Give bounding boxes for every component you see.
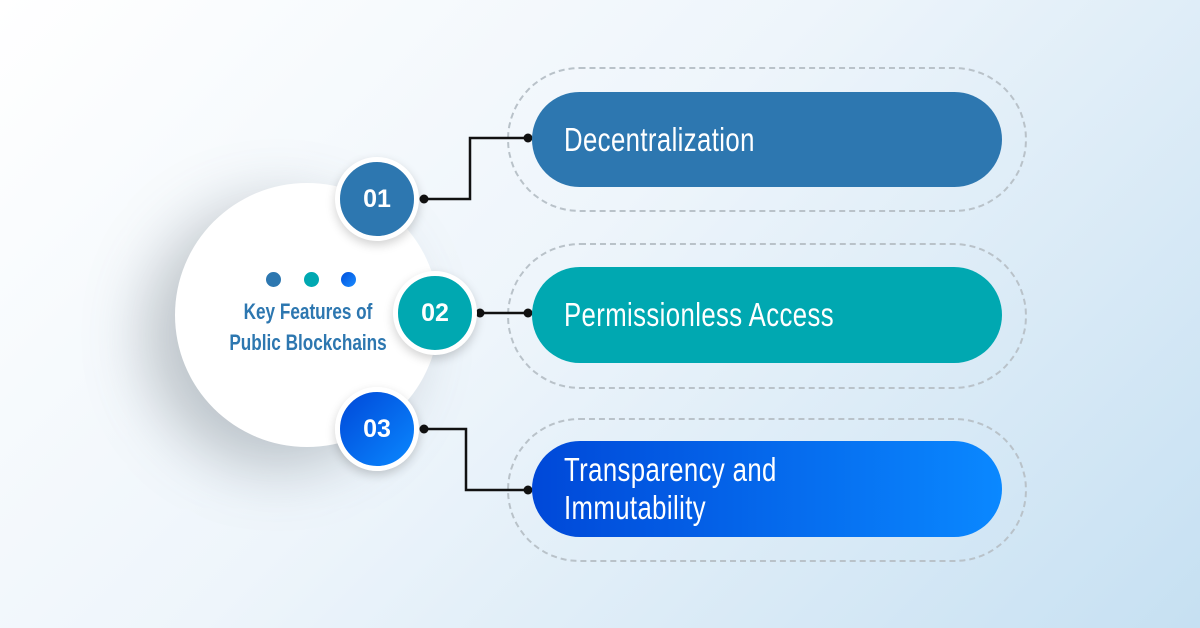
connector-1 (424, 136, 528, 201)
feature-pill-2: Permissionless Access (532, 267, 1002, 363)
color-dots (266, 272, 356, 288)
title-line-1: Key Features of (243, 299, 373, 324)
feature-label-3: Transparency and Immutability (564, 451, 777, 526)
number-3: 03 (363, 414, 391, 443)
diagram-title: Key Features of Public Blockchains (224, 296, 392, 358)
dot-bright-blue (341, 272, 356, 287)
dot-blue (266, 272, 281, 287)
title-line-2: Public Blockchains (229, 330, 387, 355)
number-badge-3: 03 (335, 387, 419, 471)
number-1: 01 (363, 184, 391, 213)
feature-label-2: Permissionless Access (564, 296, 834, 333)
feature-pill-3: Transparency and Immutability (532, 441, 1002, 537)
dashed-outline-1 (507, 67, 1027, 212)
feature-label-1: Decentralization (564, 120, 755, 158)
number-2: 02 (421, 298, 449, 327)
feature-pill-1: Decentralization (532, 92, 1002, 187)
dashed-outline-2 (507, 243, 1027, 389)
dot-teal (303, 272, 319, 287)
number-badge-1: 01 (335, 157, 419, 241)
connector-3 (424, 427, 528, 492)
number-badge-2: 02 (393, 271, 477, 355)
